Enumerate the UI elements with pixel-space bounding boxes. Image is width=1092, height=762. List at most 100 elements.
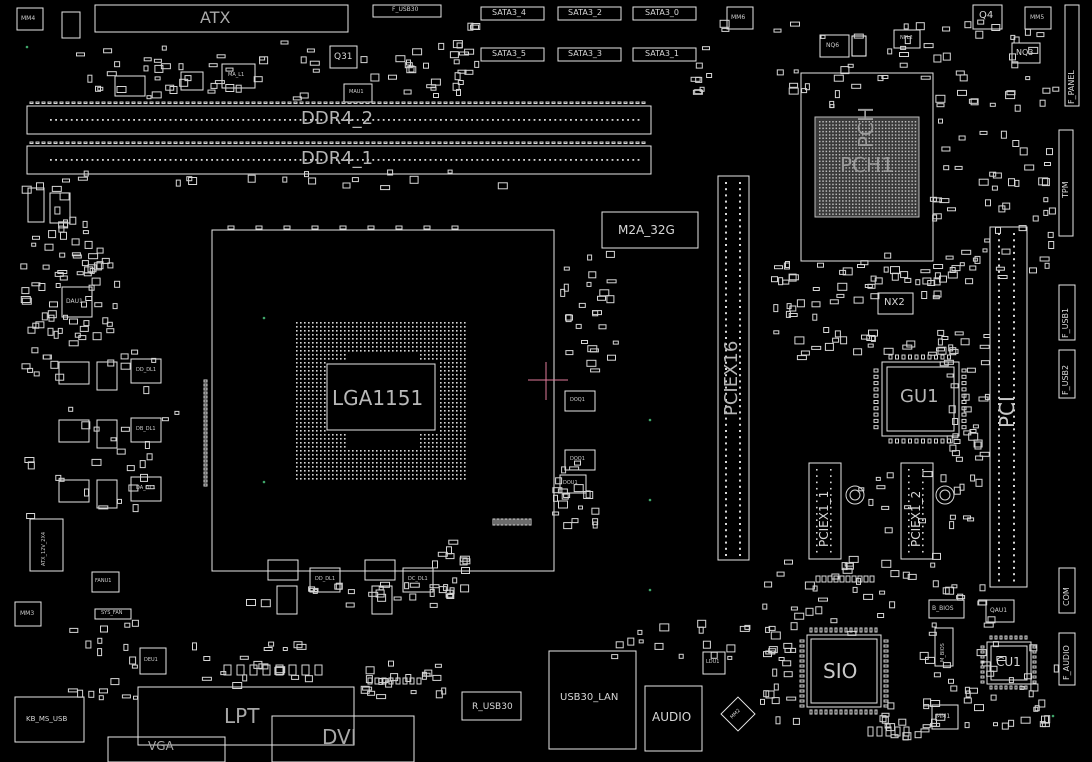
dd-dl1-label-2: DD_DL1 [315,576,336,582]
tpm-header[interactable] [1058,129,1074,237]
m-bios-chip[interactable] [934,627,954,667]
atx-connector[interactable] [94,4,349,33]
pciex16-slot[interactable] [717,175,750,561]
sata3-1-port[interactable] [632,47,697,62]
db-dl1-label: DB_DL1 [136,426,156,432]
nx2-chip[interactable] [877,292,914,315]
dou1-label: DOU1 [563,480,578,486]
pciex1-1-label: PCIEX1_1 [817,490,831,547]
ma-l1-label: MA_L1 [228,72,245,78]
com-label: COM [1062,587,1071,606]
f-audio-label: F_AUDIO [1062,645,1071,680]
pciex1-1-slot[interactable] [808,462,842,560]
mm5-mount[interactable] [1024,6,1052,30]
mm4-label: MM4 [21,15,36,22]
b-bios-chip[interactable] [928,599,965,619]
npl2-label: NPL2 [900,35,913,41]
mm1-mount[interactable] [931,704,959,730]
fanu1-label: FANU1 [95,578,112,584]
doq1-label-1: DOQ1 [570,397,585,403]
pciex16-label: PCIEX16 [721,340,742,416]
atx-12v-label: ATX_12V_2X4 [41,531,47,566]
f-usb30-connector[interactable] [372,4,442,18]
gu1-chip[interactable] [881,361,960,437]
f-usb1-header[interactable] [1058,284,1076,341]
mm6-mount[interactable] [726,6,754,30]
f-usb30-label: F_USB30 [392,6,419,13]
qau1-chip[interactable] [985,599,1015,623]
mm2-mount[interactable] [720,696,756,732]
sio-chip[interactable] [806,634,882,708]
ldu1-label: LDU1 [706,659,720,665]
atx-12v-2x4-connector[interactable] [29,518,64,572]
vga-connector[interactable] [107,736,226,762]
audio-connector[interactable] [644,685,703,752]
mm6-label: MM6 [731,14,746,21]
dau1-label: DAU1 [66,298,83,305]
usb30-lan-label: USB30_LAN [560,692,619,703]
audio-label: AUDIO [652,710,692,724]
sata3-3-port[interactable] [557,47,622,62]
ma-l1-inductor[interactable] [221,63,256,89]
sata3-0-port[interactable] [632,6,697,21]
dvi-connector[interactable] [271,715,415,762]
npl2-chip[interactable] [893,29,921,49]
mm4-mount[interactable] [16,7,44,31]
m2a-32g-slot[interactable] [601,211,699,249]
sata3-2-port[interactable] [557,6,622,21]
r-usb30-connector[interactable] [461,691,522,721]
f-usb2-header[interactable] [1058,349,1076,399]
nq3-label: NQ3 [1016,48,1034,57]
q4-chip[interactable] [972,4,1003,30]
mm5-label: MM5 [1030,14,1045,21]
sys-fan-label: SYS_FAN [101,610,123,616]
sio-label: SIO [823,659,858,683]
ddr4-2-slot[interactable] [26,105,652,135]
m2a-32g-label: M2A_32G [618,223,675,237]
mm3-mount[interactable] [14,601,42,627]
f-audio-header[interactable] [1058,632,1076,686]
ddr4-2-label: DDR4_2 [301,108,374,129]
sata3-5-port[interactable] [480,47,545,62]
f-usb1-label: F_USB1 [1061,307,1070,338]
cu1-chip[interactable] [986,641,1032,685]
kb-ms-usb-connector[interactable] [14,696,85,743]
cu1-label: CU1 [996,655,1021,669]
vga-label: VGA [148,739,174,753]
da-dl1-label: DA_DL1 [136,485,156,491]
nq3-chip[interactable] [1011,42,1041,64]
r-usb30-label: R_USB30 [472,702,513,712]
f-panel-header[interactable] [1064,4,1080,107]
cpu-socket-lga1151[interactable] [211,229,555,572]
dd-dl1-label-1: DD_DL1 [136,367,157,373]
mau1-chip[interactable] [343,83,373,103]
ddr4-1-slot[interactable] [26,145,652,175]
gu1-label: GU1 [900,386,939,407]
pci-slot[interactable] [989,226,1028,588]
deu1-label: DEU1 [144,657,158,663]
mm1-label: MM1 [936,713,951,720]
qau1-label: QAU1 [990,607,1008,614]
q31-label: Q31 [334,52,353,62]
com-header[interactable] [1058,567,1076,614]
nq6-chip[interactable] [819,34,850,58]
m-bios-label: M_BIOS [940,643,946,662]
usb30-lan-connector[interactable] [548,650,637,750]
q31-chip[interactable] [329,45,358,69]
pciex1-2-slot[interactable] [900,462,934,560]
atx-label: ATX [200,8,231,27]
sata3-0-label: SATA3_0 [645,8,679,17]
nq6-label: NQ6 [826,42,840,49]
f-usb2-label: F_USB2 [1061,364,1070,395]
ddr4-1-label: DDR4_1 [301,148,374,169]
mm3-label: MM3 [20,610,35,617]
mau1-label: MAU1 [349,89,364,95]
dvi-label: DVI [322,725,357,749]
sys-fan-header[interactable] [94,608,132,620]
dau1-chip[interactable] [61,286,93,318]
fanu1-chip[interactable] [91,571,120,593]
sata3-4-port[interactable] [480,6,545,21]
pch-rotated-label: PCH [854,106,878,148]
